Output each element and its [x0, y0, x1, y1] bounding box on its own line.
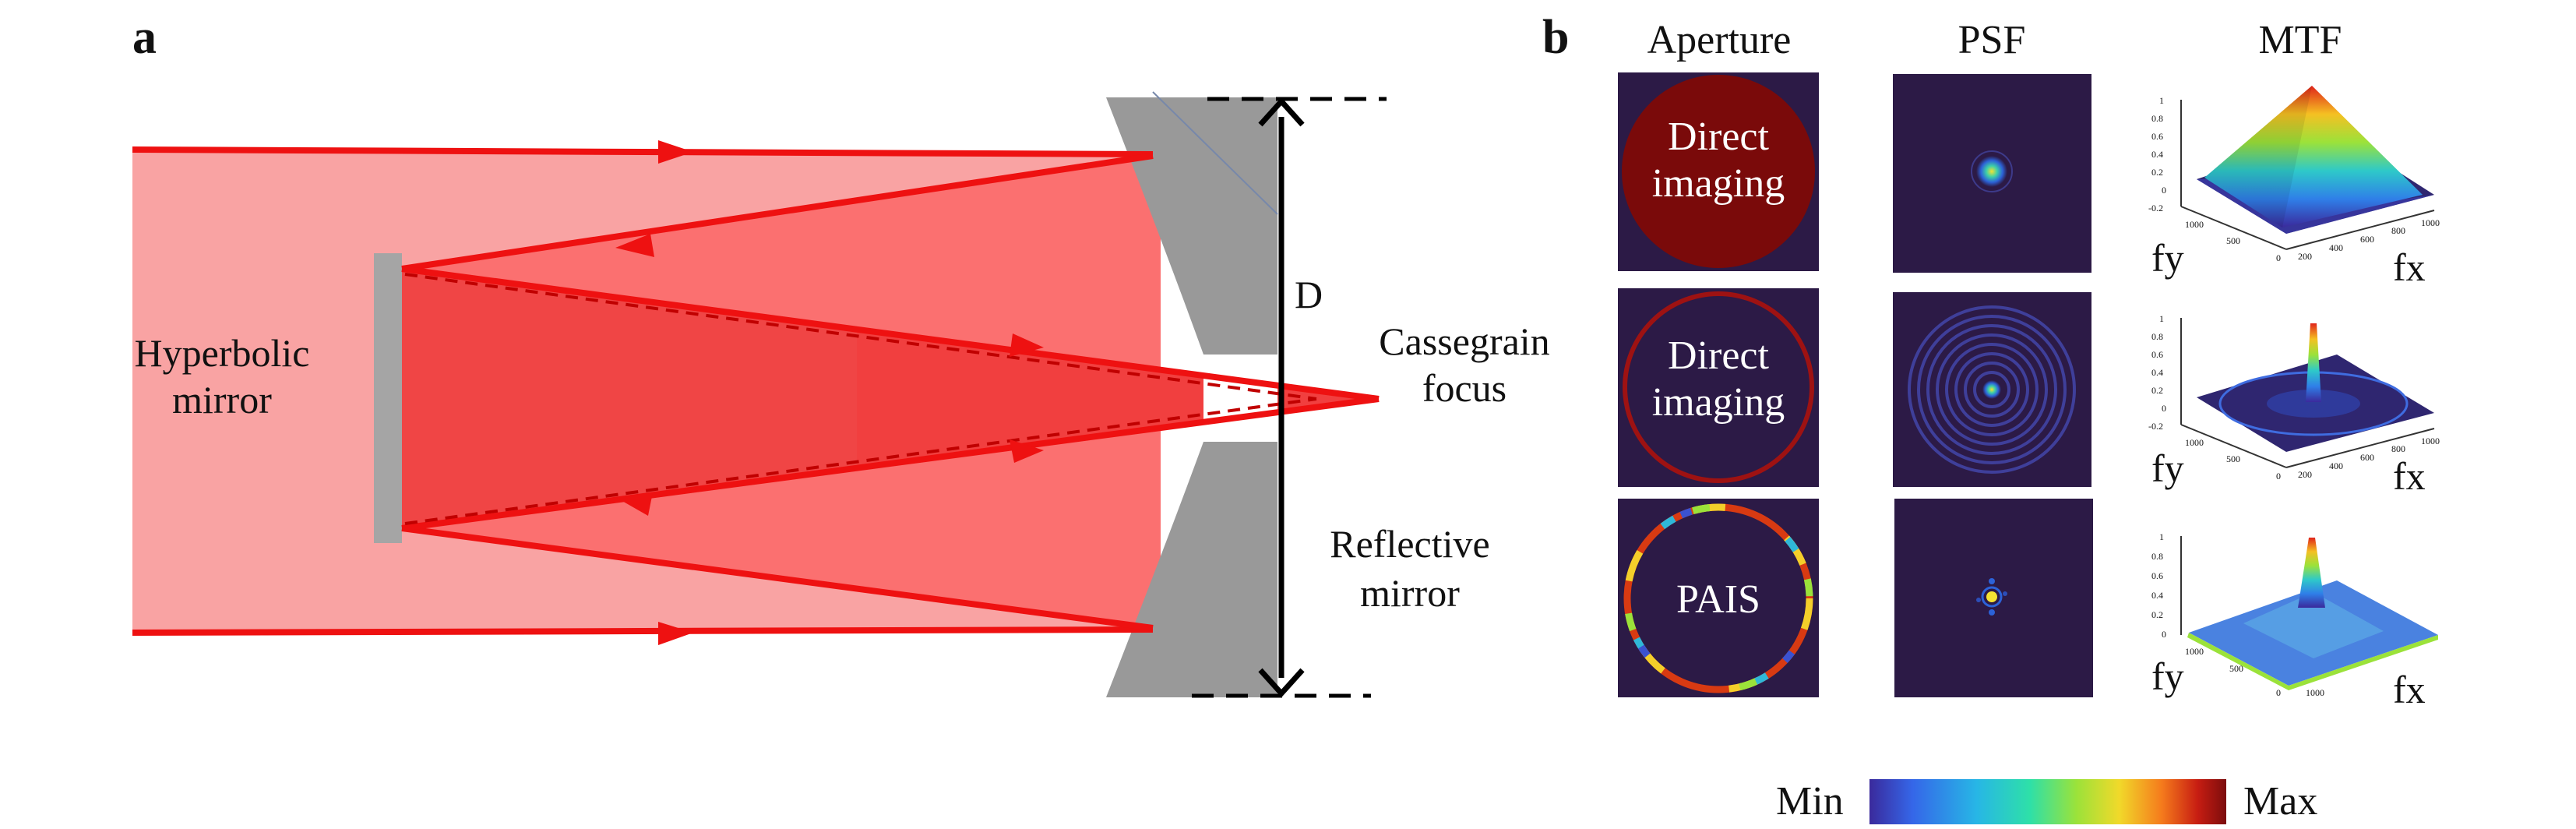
svg-text:1: 1 — [2159, 531, 2164, 542]
diameter-dimension: D — [1192, 97, 1387, 698]
psf-spot — [1986, 591, 1997, 602]
svg-text:0.2: 0.2 — [2151, 167, 2163, 178]
svg-text:800: 800 — [2391, 225, 2405, 236]
svg-text:0: 0 — [2162, 629, 2166, 640]
hyperbolic-mirror — [374, 253, 402, 543]
svg-text:1000: 1000 — [2185, 437, 2204, 448]
svg-text:0.4: 0.4 — [2151, 149, 2163, 160]
colorbar-min-label: Min — [1776, 779, 1844, 824]
svg-text:400: 400 — [2329, 460, 2343, 471]
svg-text:-0.2: -0.2 — [2148, 421, 2163, 432]
svg-text:0: 0 — [2162, 185, 2166, 196]
svg-text:500: 500 — [2229, 663, 2243, 674]
aperture-text: PAIS — [1676, 577, 1760, 622]
mtf-axis-fx: fx — [2393, 668, 2426, 711]
svg-text:600: 600 — [2360, 234, 2374, 245]
svg-text:-0.2: -0.2 — [2148, 203, 2163, 213]
svg-text:0.2: 0.2 — [2151, 609, 2163, 620]
psf-spot — [1982, 380, 2001, 399]
svg-text:0: 0 — [2162, 403, 2166, 414]
mtf-axis-fx: fx — [2393, 454, 2426, 498]
mtf-spike — [2298, 538, 2325, 608]
svg-text:0.2: 0.2 — [2151, 385, 2163, 396]
reflective-mirror-label-2: mirror — [1360, 571, 1460, 615]
svg-text:0.8: 0.8 — [2151, 331, 2163, 342]
svg-text:0.4: 0.4 — [2151, 590, 2163, 601]
header-mtf: MTF — [2259, 18, 2342, 62]
psf-rings — [1908, 305, 2076, 474]
psf-spot — [1976, 156, 2007, 187]
aperture-thin-ring — [1623, 291, 1814, 483]
mtf-axis-fx: fx — [2393, 245, 2426, 289]
mtf-plot: 1 0.8 0.6 0.4 0.2 0 1000 500 0 1000 fy f… — [2151, 531, 2438, 711]
svg-text:0.6: 0.6 — [2151, 131, 2163, 142]
header-aperture: Aperture — [1647, 18, 1792, 62]
aperture-full-disk — [1622, 75, 1815, 268]
mtf-axis-fy: fy — [2151, 654, 2184, 698]
svg-text:0: 0 — [2276, 252, 2281, 263]
colorbar: Min Max — [1776, 779, 2317, 824]
aperture-text: imaging — [1652, 161, 1785, 206]
svg-text:0: 0 — [2276, 471, 2281, 482]
aperture-text: Direct — [1668, 333, 1769, 378]
aperture-text: Direct — [1668, 115, 1769, 159]
svg-text:500: 500 — [2226, 235, 2240, 246]
mirror-central-hole — [1203, 355, 1277, 442]
svg-text:600: 600 — [2360, 452, 2374, 463]
panel-a-label: a — [132, 11, 157, 64]
hyperbolic-mirror-label-1: Hyperbolic — [135, 331, 310, 375]
svg-text:200: 200 — [2298, 251, 2312, 262]
mtf-plot: 1 0.8 0.6 0.4 0.2 0 -0.2 1000 500 0 200 … — [2148, 86, 2440, 289]
hyperbolic-mirror-label-2: mirror — [172, 378, 272, 422]
svg-text:1000: 1000 — [2421, 436, 2440, 446]
svg-text:0.6: 0.6 — [2151, 570, 2163, 581]
aperture-pais-ring — [1623, 503, 1813, 693]
focus-label-2: focus — [1422, 366, 1506, 410]
svg-text:1000: 1000 — [2185, 646, 2204, 657]
diameter-label: D — [1295, 273, 1323, 316]
row-2: Direct imaging — [1618, 288, 2440, 498]
svg-text:1000: 1000 — [2185, 219, 2204, 230]
svg-text:500: 500 — [2226, 453, 2240, 464]
panel-a-cassegrain-diagram: a — [132, 11, 1550, 698]
svg-text:0.6: 0.6 — [2151, 349, 2163, 360]
ray-arrows — [615, 140, 1044, 645]
mtf-cone — [2204, 86, 2423, 228]
primary-mirror-lower — [1106, 442, 1277, 697]
svg-text:0.8: 0.8 — [2151, 113, 2163, 124]
colorbar-gradient — [1869, 779, 2226, 824]
svg-text:0: 0 — [2276, 687, 2281, 698]
mtf-spike — [2306, 323, 2321, 402]
svg-text:800: 800 — [2391, 443, 2405, 454]
svg-text:200: 200 — [2298, 469, 2312, 480]
panel-b-imaging-comparison: b Aperture PSF MTF Direct imaging 1 — [1542, 11, 2440, 824]
aperture-text: imaging — [1652, 380, 1785, 425]
svg-text:1: 1 — [2159, 313, 2164, 324]
colorbar-max-label: Max — [2243, 779, 2317, 824]
row-3: PAIS 1 0.8 0.6 0.4 0.2 0 1000 — [1618, 499, 2438, 711]
svg-text:0.4: 0.4 — [2151, 367, 2163, 378]
svg-text:400: 400 — [2329, 242, 2343, 253]
row-1: Direct imaging 1 0.8 0.6 0.4 0.2 — [1618, 72, 2440, 289]
rays — [132, 146, 1380, 636]
svg-text:1000: 1000 — [2421, 217, 2440, 228]
focus-label-1: Cassegrain — [1379, 319, 1549, 363]
primary-mirror-upper — [1106, 97, 1277, 355]
mtf-axis-fy: fy — [2151, 446, 2184, 490]
panel-b-label: b — [1542, 11, 1569, 64]
mtf-plot: 1 0.8 0.6 0.4 0.2 0 -0.2 1000 500 0 200 … — [2148, 313, 2440, 498]
svg-text:1: 1 — [2159, 95, 2164, 106]
header-psf: PSF — [1958, 18, 2026, 62]
mtf-axis-fy: fy — [2151, 236, 2184, 280]
svg-text:1000: 1000 — [2306, 687, 2324, 698]
svg-text:0.8: 0.8 — [2151, 551, 2163, 562]
reflective-mirror-label-1: Reflective — [1330, 522, 1489, 566]
